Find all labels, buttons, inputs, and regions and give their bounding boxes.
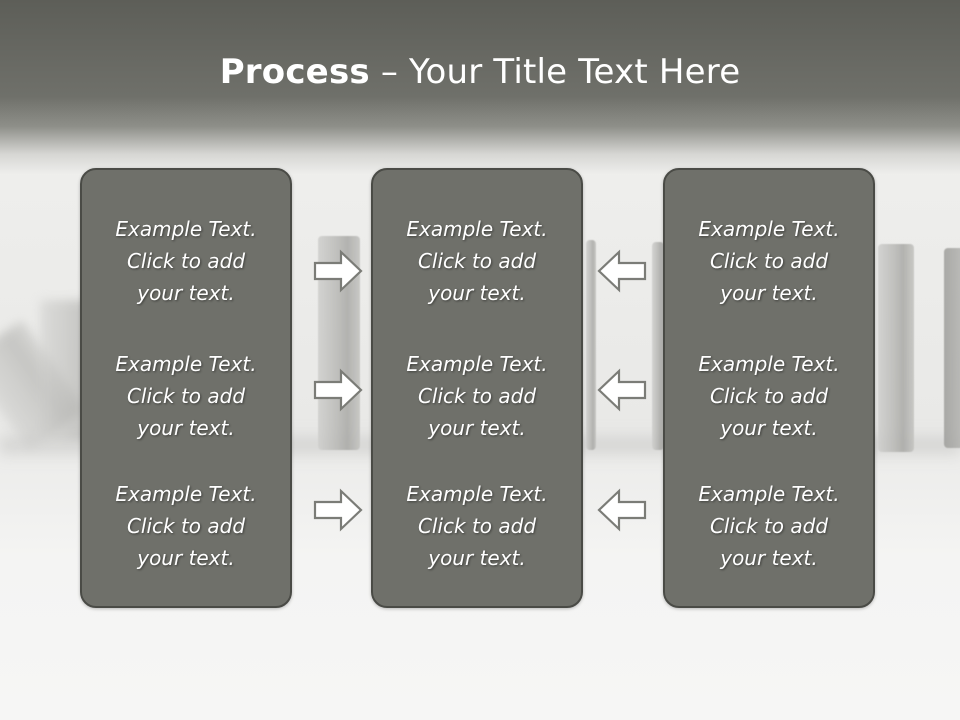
domino-2	[586, 240, 596, 450]
arrow-right-icon[interactable]	[313, 249, 363, 293]
text-line: Example Text.	[698, 482, 840, 506]
text-line: Click to add	[126, 514, 246, 538]
text-line: Click to add	[709, 249, 829, 273]
header-band	[0, 0, 960, 175]
text-line: Example Text.	[698, 217, 840, 241]
process-panel-left[interactable]: Example Text. Click to add your text. Ex…	[80, 168, 292, 608]
text-block[interactable]: Example Text. Click to add your text.	[82, 213, 290, 309]
text-line: your text.	[428, 281, 526, 305]
text-line: Click to add	[126, 249, 246, 273]
text-line: Click to add	[417, 514, 537, 538]
slide-title[interactable]: Process – Your Title Text Here	[0, 52, 960, 92]
text-block[interactable]: Example Text. Click to add your text.	[373, 478, 581, 574]
arrow-right-icon[interactable]	[313, 368, 363, 412]
domino-5	[944, 248, 960, 448]
text-line: your text.	[137, 546, 235, 570]
text-line: your text.	[137, 281, 235, 305]
text-block[interactable]: Example Text. Click to add your text.	[665, 478, 873, 574]
text-line: Example Text.	[698, 352, 840, 376]
text-line: Click to add	[709, 514, 829, 538]
text-block[interactable]: Example Text. Click to add your text.	[373, 213, 581, 309]
domino-4	[878, 244, 914, 452]
text-line: Click to add	[417, 249, 537, 273]
title-bold: Process	[219, 52, 370, 92]
arrow-left-icon[interactable]	[597, 368, 647, 412]
text-line: Example Text.	[115, 352, 257, 376]
arrow-left-icon[interactable]	[597, 249, 647, 293]
text-line: your text.	[720, 546, 818, 570]
text-line: your text.	[137, 416, 235, 440]
text-line: Example Text.	[406, 352, 548, 376]
title-rest: – Your Title Text Here	[369, 52, 741, 92]
text-line: Example Text.	[115, 482, 257, 506]
text-line: your text.	[428, 416, 526, 440]
text-line: your text.	[720, 416, 818, 440]
arrow-right-icon[interactable]	[313, 488, 363, 532]
text-line: Example Text.	[406, 482, 548, 506]
text-line: Click to add	[126, 384, 246, 408]
text-block[interactable]: Example Text. Click to add your text.	[82, 478, 290, 574]
text-line: your text.	[428, 546, 526, 570]
text-block[interactable]: Example Text. Click to add your text.	[373, 348, 581, 444]
text-line: Example Text.	[406, 217, 548, 241]
process-panel-center[interactable]: Example Text. Click to add your text. Ex…	[371, 168, 583, 608]
domino-3	[652, 242, 664, 450]
text-line: Example Text.	[115, 217, 257, 241]
text-block[interactable]: Example Text. Click to add your text.	[82, 348, 290, 444]
process-panel-right[interactable]: Example Text. Click to add your text. Ex…	[663, 168, 875, 608]
text-line: your text.	[720, 281, 818, 305]
text-block[interactable]: Example Text. Click to add your text.	[665, 213, 873, 309]
text-line: Click to add	[709, 384, 829, 408]
arrow-left-icon[interactable]	[597, 488, 647, 532]
text-line: Click to add	[417, 384, 537, 408]
text-block[interactable]: Example Text. Click to add your text.	[665, 348, 873, 444]
